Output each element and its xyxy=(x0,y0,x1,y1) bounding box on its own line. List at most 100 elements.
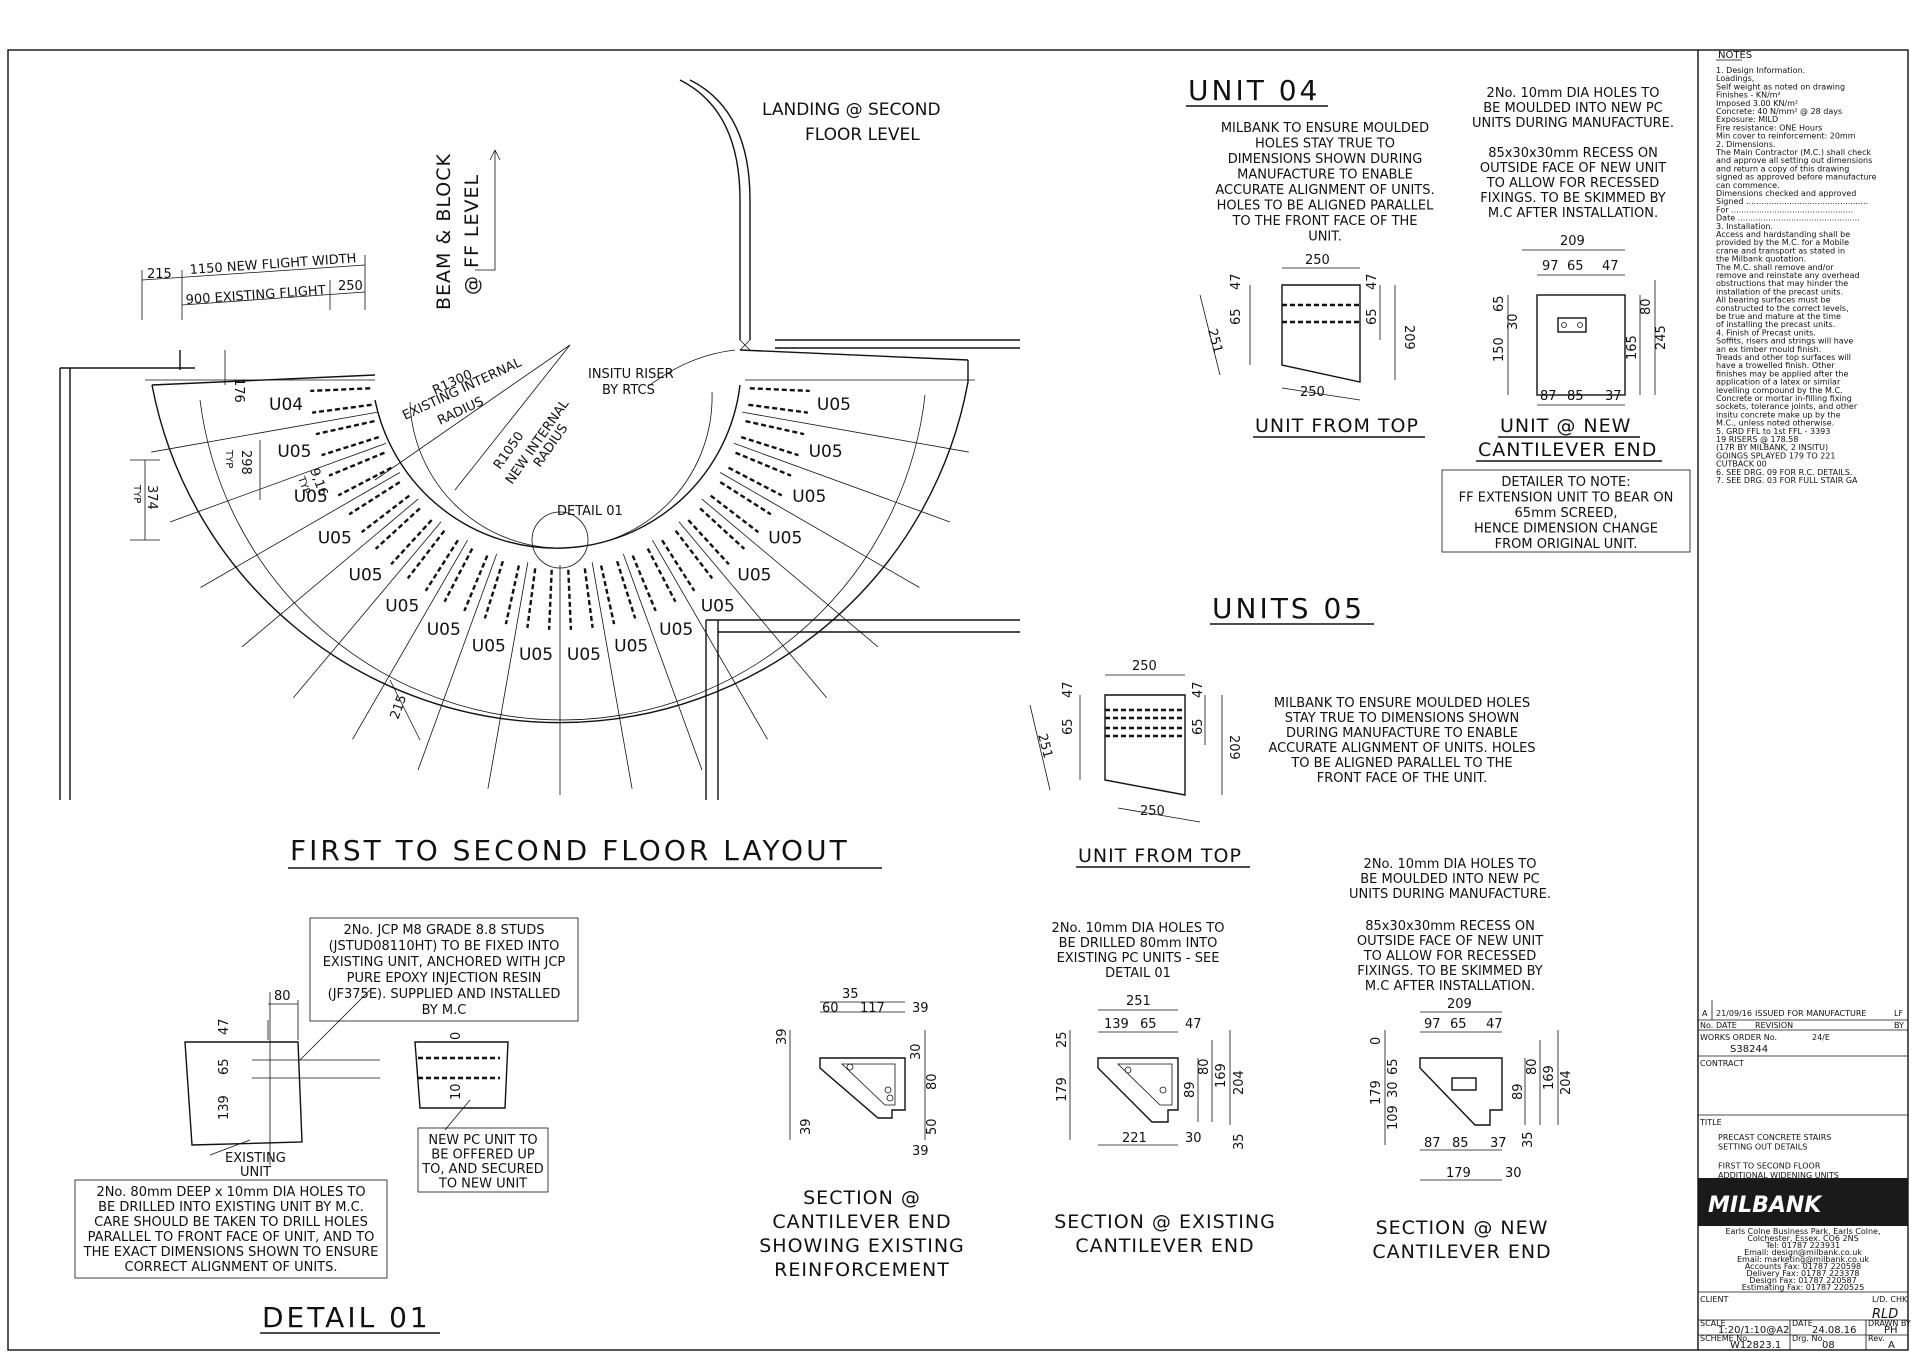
radius-leader xyxy=(374,344,571,481)
address-line: Estimating Fax: 01787 220525 xyxy=(1742,1283,1865,1292)
note-line: 2No. 80mm DEEP x 10mm DIA HOLES TO xyxy=(96,1185,365,1200)
dim-250: 250 xyxy=(338,279,363,294)
dim-374: 374 xyxy=(144,485,159,510)
dim: 250 xyxy=(1305,253,1330,268)
leader xyxy=(444,1099,471,1131)
dim: 251 xyxy=(1204,327,1225,355)
works-code: 24/E xyxy=(1812,1033,1830,1042)
tread-line xyxy=(733,442,951,523)
detail-ref: DETAIL 01 xyxy=(557,504,623,519)
fixing-hole xyxy=(567,569,573,630)
rebar xyxy=(1159,1086,1167,1094)
beam-label-2: @ FF LEVEL xyxy=(461,174,483,295)
unit-label: U05 xyxy=(809,442,843,462)
dimension-line xyxy=(1199,294,1221,376)
fixing-hole xyxy=(311,403,372,414)
landing-corner xyxy=(739,339,751,351)
note-line: and approve all setting out dimensions xyxy=(1716,156,1872,165)
note-line: PARALLEL TO FRONT FACE OF UNIT, AND TO xyxy=(88,1230,375,1245)
note-line: FIXINGS. TO BE SKIMMED BY xyxy=(1480,191,1666,206)
note-line: TO NEW UNIT xyxy=(438,1177,527,1192)
rev-label: Rev. xyxy=(1868,1334,1885,1343)
note-line: 2No. 10mm DIA HOLES TO xyxy=(1487,86,1660,101)
note-line: TO THE FRONT FACE OF THE xyxy=(1231,214,1417,229)
note-line: TO ALLOW FOR RECESSED xyxy=(1363,949,1537,964)
dim: 250 xyxy=(1140,804,1165,819)
notes-heading: NOTES xyxy=(1718,50,1752,61)
note-line: UNIT. xyxy=(1308,230,1342,245)
units05-top-label: UNIT FROM TOP xyxy=(1078,845,1242,867)
dim: 109 xyxy=(1386,1105,1401,1130)
unit04-recess xyxy=(1557,317,1587,333)
dim: 47 xyxy=(1486,1017,1503,1032)
dim: 251 xyxy=(1126,994,1151,1009)
address-line: Accounts Fax: 01787 220598 xyxy=(1745,1262,1861,1271)
dimension-line xyxy=(1029,704,1051,791)
section-label-line: REINFORCEMENT xyxy=(774,1259,950,1281)
date-label: DATE xyxy=(1792,1319,1813,1328)
hole xyxy=(1577,322,1583,328)
dim-typ: TYP xyxy=(223,449,234,468)
fixing-hole xyxy=(374,507,421,550)
note-line: 85x30x30mm RECESS ON xyxy=(1365,919,1535,934)
note-line: THE EXACT DIMENSIONS SHOWN TO ENSURE xyxy=(83,1245,379,1260)
fixing-hole xyxy=(463,555,489,612)
tread-line xyxy=(487,562,529,789)
dim: 47 xyxy=(217,1018,232,1035)
unit04-end-label-2: CANTILEVER END xyxy=(1478,439,1657,461)
note-line: Self weight as noted on drawing xyxy=(1716,82,1845,91)
note-line: (17R BY MILBANK, 2 INSITU) xyxy=(1716,443,1828,452)
recess xyxy=(1451,1077,1477,1091)
existing-unit-label-2: UNIT xyxy=(240,1165,271,1180)
dim: 139 xyxy=(217,1095,232,1120)
fixing-hole xyxy=(337,466,393,497)
title-line: PRECAST CONCRETE STAIRS xyxy=(1718,1133,1831,1142)
note-line: 4. Finish of Precast units. xyxy=(1716,328,1816,337)
units05-title: UNITS 05 xyxy=(1212,592,1365,625)
section-shape xyxy=(1097,1057,1179,1123)
beam-arrow xyxy=(494,149,501,161)
dim-1150: 1150 NEW FLIGHT WIDTH xyxy=(189,251,357,278)
scale-value: 1:20/1:10@A2 xyxy=(1718,1325,1789,1336)
section-label-line: SECTION @ NEW xyxy=(1376,1217,1549,1239)
note-line: UNITS DURING MANUFACTURE. xyxy=(1349,887,1551,902)
studs-note: 2No. JCP M8 GRADE 8.8 STUDS(JSTUD08110HT… xyxy=(323,923,566,1018)
dim: 35 xyxy=(1232,1133,1247,1150)
dim-215: 215 xyxy=(147,267,172,282)
tread-line xyxy=(200,472,400,588)
stair-end-line xyxy=(739,349,969,361)
address-line: Delivery Fax: 01787 223378 xyxy=(1746,1269,1859,1278)
unit-label: U04 xyxy=(269,395,303,415)
note-line: HOLES STAY TRUE TO xyxy=(1255,137,1395,152)
stair-outer-arc xyxy=(151,381,969,724)
hole xyxy=(1561,322,1567,328)
new-unit-note-box xyxy=(417,1127,549,1193)
note-line: and return a copy of this drawing xyxy=(1716,164,1849,173)
dimension-line xyxy=(181,291,366,306)
title-label: TITLE xyxy=(1699,1118,1722,1127)
note-line: have a trowelled finish. Other xyxy=(1716,361,1835,370)
tread-line xyxy=(292,521,442,699)
note-line: TO BE ALIGNED PARALLEL TO THE xyxy=(1290,756,1512,771)
dim: 37 xyxy=(1605,389,1622,404)
dim: 30 xyxy=(1505,1166,1522,1181)
dim: 39 xyxy=(799,1118,814,1135)
tread-line xyxy=(352,540,468,740)
note-line: remove and reinstate any overhead xyxy=(1716,271,1860,280)
section-shape xyxy=(819,1057,906,1119)
unit-label: U05 xyxy=(659,620,693,640)
address-line: Email: marketing@milbank.co.uk xyxy=(1737,1255,1869,1264)
rebar xyxy=(886,1094,894,1102)
unit-label: U05 xyxy=(318,529,352,549)
landing-curve xyxy=(679,79,741,340)
dim: 87 xyxy=(1424,1136,1441,1151)
note-line: 65mm SCREED, xyxy=(1515,506,1618,521)
note-line: CORRECT ALIGNMENT OF UNITS. xyxy=(125,1260,338,1275)
stair-treads xyxy=(145,379,975,795)
dim: 47 xyxy=(1365,273,1380,290)
landing-label-1: LANDING @ SECOND xyxy=(762,100,941,120)
dim: 65 xyxy=(217,1058,232,1075)
